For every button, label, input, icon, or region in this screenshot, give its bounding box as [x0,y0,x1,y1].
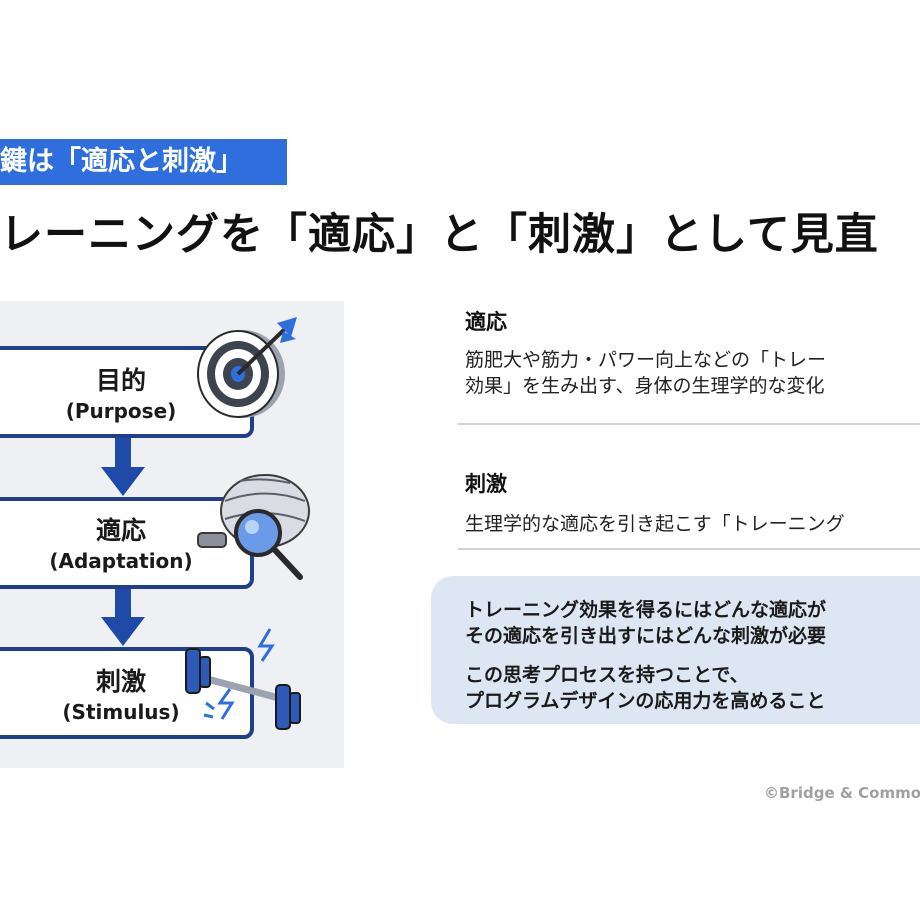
purpose-label: 目的 [96,366,146,395]
adaptation-text-line-2: 効果」を生み出す、身体の生理学的な変化 [465,375,825,397]
muscle-magnifier-icon [197,474,310,580]
stimulus-heading: 刺激 [465,472,507,496]
adaptation-heading: 適応 [465,310,507,334]
stimulus-sublabel: (Stimulus) [62,700,179,724]
callout-line-2: その適応を引き出すにはどんな刺激が必要 [465,625,827,647]
copyright: ©Bridge & Commo [764,784,920,802]
spark-icon-2 [217,688,235,720]
target-icon [197,317,297,418]
divider [458,548,920,550]
adaptation-label: 適応 [96,516,146,545]
callout-box [431,576,920,724]
callout-line-4: プログラムデザインの応用力を高めること [465,690,826,712]
spark-icon-1 [257,628,275,662]
stimulus-label: 刺激 [96,667,146,696]
stimulus-text-line-1: 生理学的な適応を引き起こす「トレーニング [465,513,845,535]
down-arrow-1 [101,438,145,496]
dumbbell-icon [185,628,301,730]
divider [458,423,920,425]
flow-figure: 目的 (Purpose) 適応 (Adaptation) 刺激 (Stimulu… [0,301,344,768]
callout-line-1: トレーニング効果を得るにはどんな適応が [465,599,827,621]
down-arrow-2 [101,589,145,646]
page-title: レーニングを「適応」と「刺激」として見直 [0,210,879,260]
callout-line-3: この思考プロセスを持つことで、 [465,664,749,686]
adaptation-sublabel: (Adaptation) [49,549,192,573]
purpose-sublabel: (Purpose) [66,399,177,423]
adaptation-text-line-1: 筋肥大や筋力・パワー向上などの「トレー [465,349,827,371]
section-tag: 鍵は「適応と刺激」 [0,139,287,185]
